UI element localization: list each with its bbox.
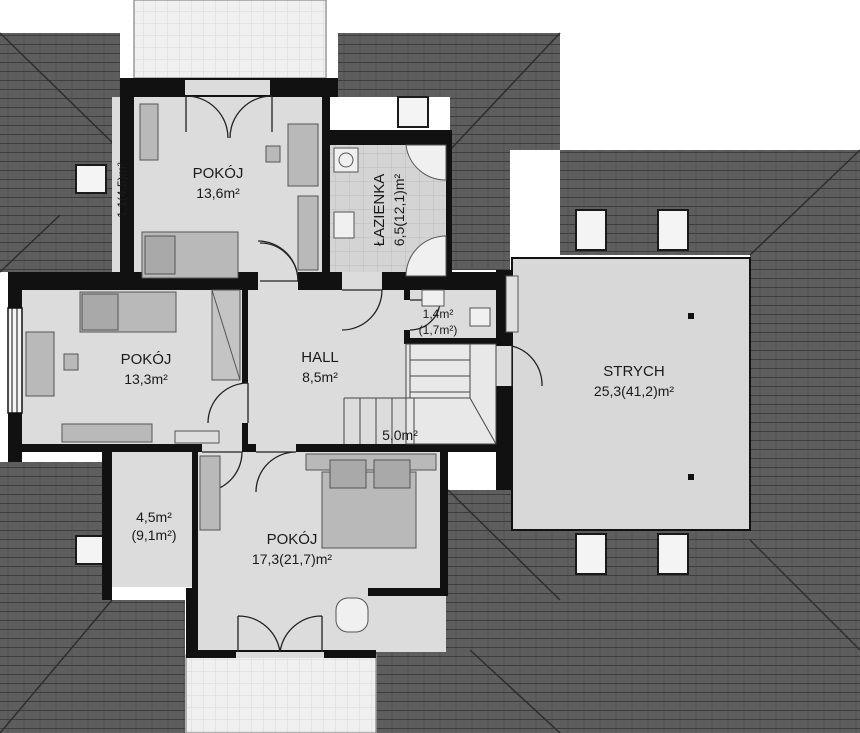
wardrobe xyxy=(139,103,159,161)
bed-pillow xyxy=(144,235,176,275)
pokoj-top-area: 13,6m² xyxy=(196,185,240,201)
strych-area: 25,3(41,2)m² xyxy=(594,383,674,399)
floors xyxy=(22,97,500,652)
hall-area: 8,5m² xyxy=(302,369,338,385)
closet-bottom-area-alt: (9,1m²) xyxy=(131,527,176,543)
wc-area: 1,4m² xyxy=(423,307,454,321)
balcony-top xyxy=(133,0,327,79)
toilet xyxy=(333,211,355,239)
dormer-window xyxy=(657,533,689,575)
vent-column xyxy=(505,275,519,333)
wc-toilet xyxy=(469,307,491,327)
pokoj-bottom-area: 17,3(21,7)m² xyxy=(252,551,332,567)
stairs xyxy=(343,343,497,445)
door-openings xyxy=(185,80,512,658)
chair xyxy=(63,353,79,371)
wc-sink xyxy=(421,289,445,307)
bed-pillow xyxy=(81,293,119,331)
roof-right xyxy=(560,150,860,650)
dormer-window xyxy=(575,533,607,575)
chair xyxy=(265,145,281,163)
pokoj-bottom-name: POKÓJ xyxy=(267,531,318,548)
bed-pillow xyxy=(329,459,367,489)
roof-bottom-left xyxy=(0,462,185,733)
dresser xyxy=(305,453,437,471)
roof-bottom-right xyxy=(560,530,860,733)
wc-area-alt: (1,7m²) xyxy=(419,323,458,337)
cabinet xyxy=(297,195,319,271)
strych-name: STRYCH xyxy=(603,363,664,380)
dormer-window xyxy=(657,209,689,251)
dormer-window xyxy=(575,209,607,251)
furniture xyxy=(25,103,519,633)
shower xyxy=(405,144,447,181)
dormer-window xyxy=(75,535,107,565)
bed-pillow xyxy=(373,459,411,489)
desk xyxy=(287,123,319,187)
closet-bottom-area: 4,5m² xyxy=(136,509,172,525)
lazienka-area: 6,5(12,1)m² xyxy=(391,173,407,246)
shower-2 xyxy=(405,235,447,277)
roof-top-left xyxy=(0,33,120,272)
armchair xyxy=(335,597,369,633)
strych-pillar xyxy=(688,313,694,319)
strych-floor xyxy=(511,257,751,531)
strych-pillar xyxy=(688,474,694,480)
pokoj-left-area: 13,3m² xyxy=(124,371,168,387)
roof-areas xyxy=(0,32,860,733)
closet-left-area: 1,1(4,5)m² xyxy=(115,162,129,217)
shelf xyxy=(61,423,153,443)
desk xyxy=(25,331,55,397)
chimney xyxy=(397,96,429,128)
dormer-windows xyxy=(75,96,689,575)
window-left-frame xyxy=(11,307,18,414)
hall-name: HALL xyxy=(301,349,339,366)
roof-bottom-center xyxy=(375,490,560,733)
stairs-area: 5,0m² xyxy=(382,427,418,443)
wardrobe xyxy=(199,455,221,531)
doors xyxy=(185,95,543,653)
lazienka-name: ŁAZIENKA xyxy=(371,174,388,247)
window-left xyxy=(7,307,23,414)
pokoj-top-name: POKÓJ xyxy=(193,165,244,182)
dormer-window xyxy=(75,164,107,194)
room-labels: POKÓJ 13,6m² ŁAZIENKA 6,5(12,1)m² 1,1(4,… xyxy=(115,162,674,567)
balcony-bottom xyxy=(185,654,377,733)
radiator xyxy=(174,430,220,444)
pokoj-left-name: POKÓJ xyxy=(121,351,172,368)
